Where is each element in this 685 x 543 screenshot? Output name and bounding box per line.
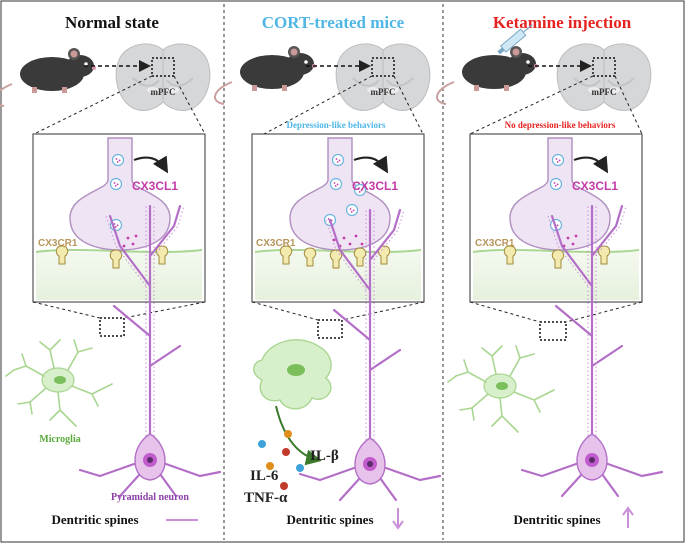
microglia-cell bbox=[447, 345, 555, 433]
spine-focus-box bbox=[99, 317, 125, 337]
panel-ketamine: Ketamine injection mPFC No depression-li… bbox=[435, 13, 664, 528]
mouse-icon bbox=[435, 45, 539, 105]
panel-title-cort: CORT-treated mice bbox=[262, 13, 405, 32]
zoom-line bbox=[263, 75, 373, 135]
zoom-line bbox=[469, 75, 594, 135]
vesicle bbox=[345, 203, 359, 217]
brain-section-icon bbox=[556, 42, 652, 112]
behavior-label: Depression-like behaviors bbox=[286, 120, 386, 130]
zoom-line bbox=[565, 301, 643, 323]
vesicle bbox=[111, 153, 125, 167]
secretion-arrow bbox=[133, 155, 169, 174]
cytokine-dot bbox=[266, 462, 274, 470]
zoom-line bbox=[33, 75, 153, 135]
cx3cl1-release bbox=[122, 234, 138, 248]
ligand-label: CX3CL1 bbox=[352, 179, 398, 193]
panel-title-ketamine: Ketamine injection bbox=[493, 13, 632, 32]
zoom-line bbox=[393, 75, 424, 135]
mouse-icon bbox=[0, 47, 97, 107]
spine-focus-box bbox=[317, 319, 343, 339]
cytokine-label-il1b: IL-β bbox=[310, 448, 339, 464]
vesicle bbox=[551, 153, 565, 167]
behavior-label: No depression-like behaviors bbox=[505, 120, 616, 130]
zoom-line bbox=[614, 75, 643, 135]
cytokine-dot bbox=[280, 482, 288, 490]
activated-microglia bbox=[253, 339, 332, 410]
neuron-label: Pyramidal neuron bbox=[111, 492, 189, 503]
zoom-line bbox=[341, 301, 425, 321]
brain-region-label: mPFC bbox=[151, 87, 176, 97]
secretion-arrow bbox=[573, 155, 609, 174]
cytokine-dot bbox=[284, 430, 292, 438]
zoom-line bbox=[173, 75, 206, 135]
cytokine-release-arrow bbox=[275, 405, 322, 466]
receptor-label: CX3CR1 bbox=[256, 238, 296, 249]
brain-region-label: mPFC bbox=[371, 87, 396, 97]
syringe-icon bbox=[497, 24, 533, 55]
mouse-icon bbox=[213, 45, 317, 105]
zoom-line bbox=[251, 301, 319, 321]
spine-focus-box bbox=[539, 321, 567, 341]
zoom-line bbox=[123, 301, 206, 319]
cytokine-label-il6: IL-6 bbox=[250, 468, 279, 484]
secretion-arrow bbox=[353, 155, 389, 174]
ligand-label: CX3CL1 bbox=[132, 179, 178, 193]
brain-section-icon bbox=[335, 42, 431, 112]
cytokine-label-tnfa: TNF-α bbox=[244, 490, 288, 506]
vesicle bbox=[109, 177, 123, 191]
vesicle bbox=[329, 177, 343, 191]
vesicle bbox=[549, 177, 563, 191]
microglia-label: Microglia bbox=[39, 434, 80, 445]
cx3cl1-release bbox=[562, 234, 578, 248]
panel-title-normal: Normal state bbox=[65, 13, 159, 32]
brain-section-icon bbox=[115, 42, 211, 112]
brain-region-label: mPFC bbox=[592, 87, 617, 97]
panel-cort: CORT-treated mice mPFC Depression-like b… bbox=[213, 13, 442, 530]
zoom-line bbox=[32, 301, 101, 319]
spine-trend-down-icon bbox=[392, 508, 404, 530]
receptor-label: CX3CR1 bbox=[475, 238, 515, 249]
zoom-line bbox=[469, 301, 541, 323]
cytokine-dot bbox=[296, 464, 304, 472]
spine-trend-up-icon bbox=[622, 506, 634, 528]
microglia-cell bbox=[5, 339, 113, 427]
cytokine-dot bbox=[258, 440, 266, 448]
vesicle bbox=[331, 153, 345, 167]
cytokine-dot bbox=[282, 448, 290, 456]
ligand-label: CX3CL1 bbox=[572, 179, 618, 193]
spines-label: Dentritic spines bbox=[513, 512, 600, 527]
panel-normal: Normal state mPFC CX3CL1 CX3CR1 Microgli… bbox=[0, 13, 222, 527]
spines-label: Dentritic spines bbox=[286, 512, 373, 527]
spines-label: Dentritic spines bbox=[51, 512, 138, 527]
receptor-label: CX3CR1 bbox=[38, 238, 78, 249]
